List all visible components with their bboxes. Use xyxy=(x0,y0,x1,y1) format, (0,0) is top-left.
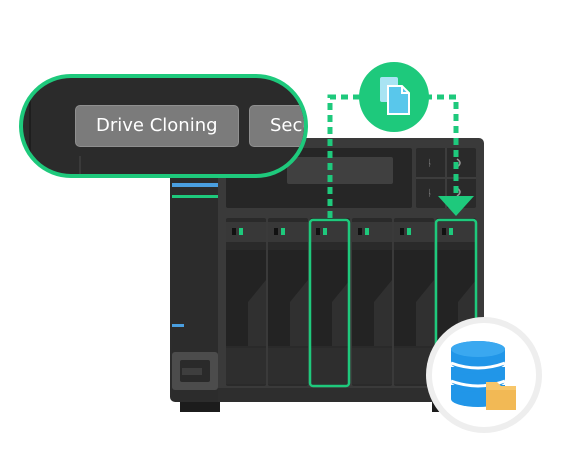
lcd-screen xyxy=(287,157,393,184)
source-drive-highlight xyxy=(308,218,351,388)
pill-divider xyxy=(29,100,31,156)
drive-bay-2 xyxy=(268,218,308,386)
pill-underline-left xyxy=(79,156,81,174)
nas-side-panel xyxy=(170,142,225,402)
usb-port-tab xyxy=(182,368,202,375)
nas-base xyxy=(218,388,484,402)
copy-icon xyxy=(359,62,429,132)
svg-text:ᚿ: ᚿ xyxy=(427,158,432,169)
status-led-blue xyxy=(172,183,218,187)
usb-port-led xyxy=(172,324,184,327)
drive-bays xyxy=(226,218,476,386)
feature-pill: Drive Cloning Secu xyxy=(19,74,308,178)
drive-bay-5 xyxy=(394,218,434,386)
drive-bay-1 xyxy=(226,218,266,386)
drive-bay-4 xyxy=(352,218,392,386)
security-button[interactable]: Secu xyxy=(249,105,304,147)
drive-bay-3 xyxy=(310,218,350,386)
status-led-green xyxy=(172,195,218,198)
database-folder-icon xyxy=(426,317,542,433)
drive-cloning-button[interactable]: Drive Cloning xyxy=(75,105,239,147)
svg-text:ᚿ: ᚿ xyxy=(427,188,432,199)
